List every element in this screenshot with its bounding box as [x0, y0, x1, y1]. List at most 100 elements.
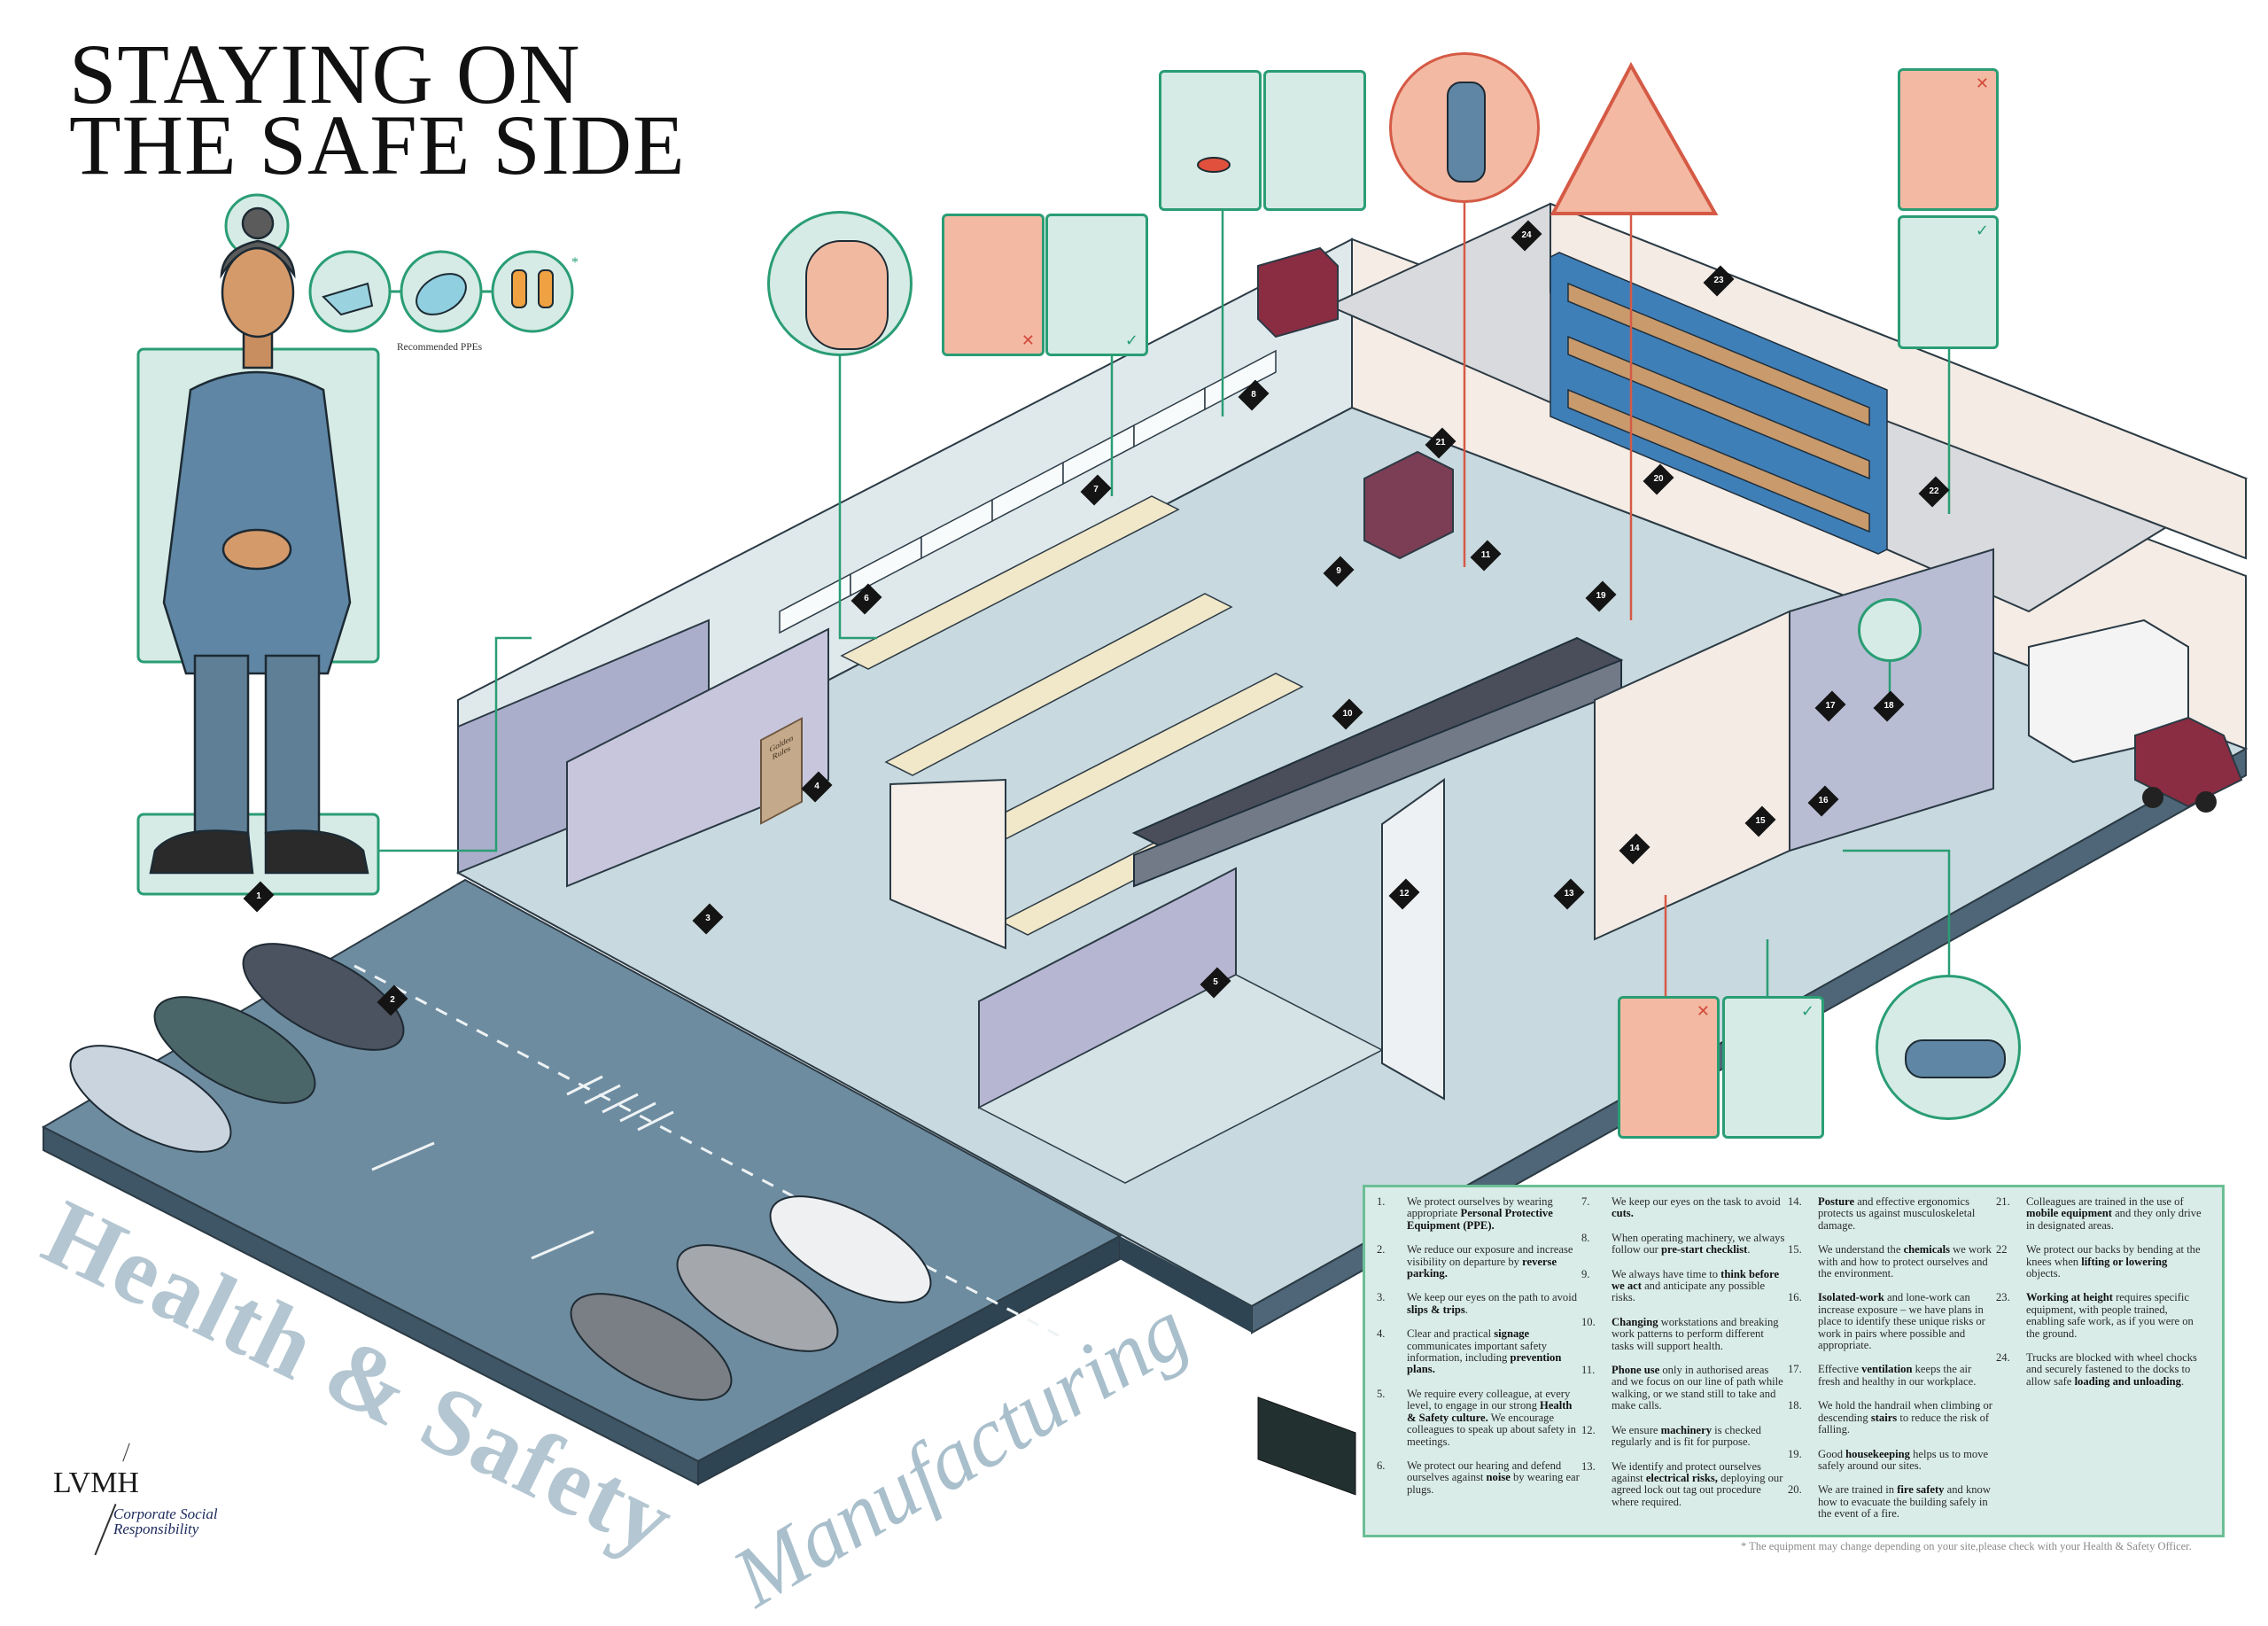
rule-number: 6. [1377, 1459, 1386, 1472]
rule-text: When operating machinery, we always foll… [1612, 1231, 1785, 1256]
rule-emphasis: pre-start checklist [1660, 1243, 1748, 1256]
marker-13: 13 [1557, 883, 1581, 906]
lifting-wrong-panel: ✕ [1898, 68, 1999, 211]
rule-item: 9.We always have time to think before we… [1581, 1267, 1787, 1304]
start-button-panel [1159, 70, 1262, 211]
marker-14: 14 [1623, 837, 1646, 860]
rule-number: 23. [1996, 1291, 2010, 1304]
rule-emphasis: stairs [1870, 1411, 1898, 1424]
rule-item: 5.We require every colleague, at every l… [1377, 1387, 1582, 1448]
title-line-1: STAYING ON [69, 27, 581, 121]
rule-number: 2. [1377, 1243, 1386, 1256]
wrong-mark-icon: ✕ [1975, 74, 1989, 93]
rule-number: 7. [1581, 1195, 1590, 1208]
rule-text: and know how to evacuate the building sa… [1818, 1483, 1991, 1521]
ppe-icons [308, 250, 574, 333]
rule-emphasis: chemicals [1903, 1243, 1951, 1256]
rule-item: 10.Changing workstations and breaking wo… [1581, 1315, 1787, 1352]
rule-text: We always have time to [1612, 1267, 1721, 1280]
marker-9: 9 [1327, 560, 1350, 583]
footnote: * The equipment may change depending on … [1741, 1540, 2192, 1552]
rule-text: Effective [1818, 1363, 1862, 1376]
rule-text: and they only drive in designated areas. [2026, 1207, 2202, 1232]
phone-use-vignette-circle [1389, 52, 1540, 203]
rule-text: and anticipate any possible risks. [1612, 1280, 1766, 1304]
callout-lines-red [1463, 203, 1667, 996]
right-mark-icon: ✓ [1975, 222, 1989, 240]
rule-item: 12.We ensure machinery is checked regula… [1581, 1423, 1787, 1449]
rule-text: only in authorised areas and we focus on… [1612, 1364, 1783, 1412]
rule-text: and lone-work can increase exposure – we… [1818, 1291, 1985, 1352]
rule-item: 13. We identify and protect ourselves aga… [1581, 1459, 1787, 1509]
rule-text: helps us to move safely around our sites… [1818, 1447, 1989, 1472]
rule-text: We identify and protect ourselves agains… [1612, 1459, 1761, 1484]
rule-text: We ensure [1612, 1423, 1661, 1436]
rule-item: 11.Phone use only in authorised areas an… [1581, 1364, 1787, 1412]
posture-right-panel: ✓ [1722, 996, 1824, 1139]
marker-23: 23 [1707, 269, 1730, 292]
rule-item: 15.We understand the chemicals we work w… [1788, 1243, 1993, 1280]
rule-number: 22 [1996, 1243, 2008, 1256]
rule-text: We keep our eyes on the task to avoid [1612, 1195, 1781, 1208]
rule-text: We protect our backs by bending at the k… [2026, 1243, 2201, 1268]
rule-item: 2.We reduce our exposure and increase vi… [1377, 1243, 1582, 1280]
marker-19: 19 [1589, 585, 1612, 608]
rule-emphasis: fire safety [1897, 1483, 1945, 1497]
wrong-mark-icon: ✕ [1696, 1002, 1710, 1021]
marker-24: 24 [1515, 224, 1538, 247]
marker-18: 18 [1877, 695, 1900, 718]
rule-text: Clear and practical [1407, 1327, 1495, 1341]
ppe-label: Recommended PPEs [397, 342, 483, 353]
ppe-asterisk: * [571, 255, 579, 270]
storage-racks [1550, 252, 1888, 555]
rule-text: objects. [2026, 1267, 2061, 1280]
rule-item: 21.Colleagues are trained in the use of … [1996, 1195, 2202, 1232]
rules-column-2: 7.We keep our eyes on the task to avoid … [1581, 1195, 1787, 1521]
rule-item: 14.Posture and effective ergonomics prot… [1788, 1195, 1993, 1232]
wrong-mark-icon: ✕ [1021, 331, 1035, 350]
rule-number: 12. [1581, 1423, 1596, 1436]
rule-number: 19. [1788, 1447, 1802, 1460]
callout-lines [378, 211, 1951, 996]
rule-item: 6.We protect our hearing and defend ours… [1377, 1459, 1582, 1496]
rule-item: 3.We keep our eyes on the path to avoid … [1377, 1292, 1582, 1316]
rule-number: 5. [1377, 1387, 1386, 1400]
rule-number: 4. [1377, 1327, 1386, 1341]
rule-item: 17.Effective ventilation keeps the air f… [1788, 1364, 1993, 1388]
handrail-vignette-circle [1858, 598, 1922, 662]
marker-5: 5 [1204, 971, 1227, 994]
ear-plug-icon [805, 240, 889, 350]
lifting-right-panel: ✓ [1898, 215, 1999, 349]
rule-text: requires specific equipment, with people… [2026, 1291, 2194, 1340]
rule-text: to reduce the risk of falling. [1818, 1411, 1990, 1436]
rule-text: workstations and breaking work patterns … [1612, 1315, 1779, 1352]
rule-text: Good [1818, 1447, 1846, 1460]
rule-text: We understand the [1818, 1243, 1904, 1256]
marker-17: 17 [1819, 695, 1842, 718]
lone-worker-vignette-circle [1876, 975, 2021, 1120]
rule-number: 13. [1581, 1459, 1596, 1473]
marker-2: 2 [381, 989, 404, 1012]
rule-emphasis: Personal Protective Equipment (PPE). [1407, 1207, 1553, 1232]
marker-3: 3 [696, 907, 719, 930]
logo-subtitle-line-1: Corporate Social [113, 1505, 218, 1522]
rule-emphasis: signage [1494, 1327, 1530, 1341]
rule-emphasis: electrical risks, [1645, 1471, 1718, 1484]
rule-text: We protect ourselves by wearing appropri… [1407, 1195, 1553, 1220]
marker-15: 15 [1749, 810, 1772, 833]
rule-text: . [1464, 1303, 1468, 1316]
rule-text: by wearing ear plugs. [1407, 1471, 1580, 1496]
rule-item: 19.Good housekeeping helps us to move sa… [1788, 1447, 1993, 1473]
logo-subtitle: Corporate Social Responsibility [113, 1506, 218, 1537]
logo-subtitle-line-2: Responsibility [113, 1521, 199, 1537]
rule-text: keeps the air fresh and healthy in our w… [1818, 1363, 1977, 1388]
rule-text: deploying our agreed lock out tag out pr… [1612, 1471, 1783, 1508]
rule-item: 8.When operating machinery, we always fo… [1581, 1231, 1787, 1256]
rule-text: Trucks are blocked with wheel chocks and… [2026, 1351, 2197, 1388]
rule-emphasis: Posture [1818, 1195, 1855, 1208]
cut-wrong-panel: ✕ [942, 214, 1045, 356]
rule-emphasis: slips & trips [1407, 1303, 1465, 1316]
rule-emphasis: prevention plans. [1407, 1351, 1562, 1376]
rules-column-1: 1.We protect ourselves by wearing approp… [1377, 1195, 1582, 1508]
rule-emphasis: reverse parking. [1407, 1255, 1557, 1280]
